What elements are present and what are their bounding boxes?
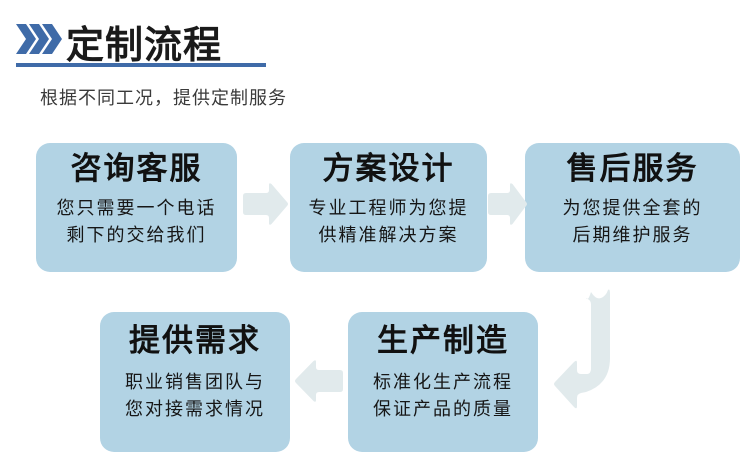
flow-step-card-5[interactable]: 生产制造 标准化生产流程 保证产品的质量 <box>348 312 538 452</box>
step-description: 专业工程师为您提 供精准解决方案 <box>309 195 469 249</box>
arrow-right-icon <box>488 181 528 227</box>
title-underline-rule <box>16 63 266 67</box>
step-description-line: 供精准解决方案 <box>318 225 459 246</box>
step-description-line: 后期维护服务 <box>572 225 693 246</box>
step-description-line: 标准化生产流程 <box>373 372 513 393</box>
flow-step-card-4[interactable]: 提供需求 职业销售团队与 您对接需求情况 <box>100 312 290 452</box>
step-description-line: 为您提供全套的 <box>562 198 703 219</box>
step-description-line: 职业销售团队与 <box>125 372 265 393</box>
arrow-u-turn-down-left-icon <box>553 288 649 410</box>
arrow-left-icon <box>293 358 345 404</box>
page-header: 定制流程 根据不同工况，提供定制服务 <box>0 0 750 109</box>
step-title: 售后服务 <box>566 151 699 187</box>
step-description-line: 剩下的交给我们 <box>66 225 207 246</box>
step-description: 标准化生产流程 保证产品的质量 <box>373 369 513 423</box>
flow-step-card-2[interactable]: 方案设计 专业工程师为您提 供精准解决方案 <box>290 143 487 272</box>
triple-chevron-right-icon <box>16 22 62 56</box>
step-description: 您只需要一个电话 剩下的交给我们 <box>57 195 217 249</box>
flow-step-card-3[interactable]: 售后服务 为您提供全套的 后期维护服务 <box>525 143 740 272</box>
step-title: 生产制造 <box>377 323 509 359</box>
page-title: 定制流程 <box>66 23 223 67</box>
arrow-right-icon <box>241 181 289 227</box>
step-title: 提供需求 <box>129 323 261 359</box>
step-description-line: 您对接需求情况 <box>125 399 265 420</box>
step-title: 方案设计 <box>322 151 455 187</box>
step-description-line: 您只需要一个电话 <box>56 198 217 219</box>
step-description-line: 保证产品的质量 <box>373 399 513 420</box>
flow-step-card-1[interactable]: 咨询客服 您只需要一个电话 剩下的交给我们 <box>36 143 237 272</box>
page-subtitle: 根据不同工况，提供定制服务 <box>40 88 287 109</box>
step-description-line: 专业工程师为您提 <box>308 198 469 219</box>
step-title: 咨询客服 <box>70 151 203 187</box>
step-description: 职业销售团队与 您对接需求情况 <box>125 369 265 423</box>
step-description: 为您提供全套的 后期维护服务 <box>563 195 703 249</box>
